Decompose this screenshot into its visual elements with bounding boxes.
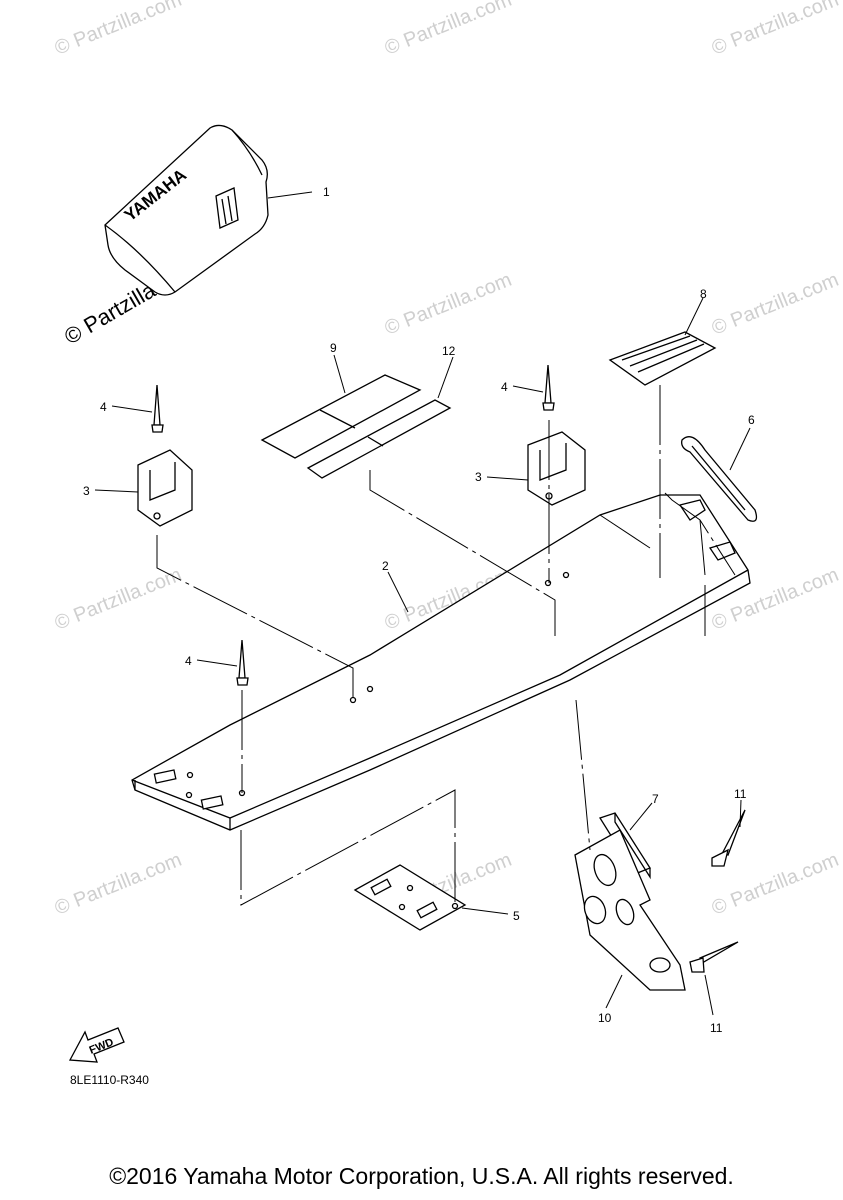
- watermark: © Partzilla.com: [709, 0, 842, 60]
- part-12-sheet: [306, 356, 454, 479]
- part-4-rivet-a: [111, 384, 164, 433]
- assembly-guides: [156, 385, 736, 906]
- part-10-guard: [574, 829, 686, 1009]
- part-11-rivet-a: [711, 799, 746, 867]
- fwd-arrow-icon: FWD: [68, 1027, 125, 1063]
- callout-11: 11: [710, 1021, 723, 1035]
- part-9-sheet: [260, 354, 422, 459]
- watermark: © Partzilla.com: [52, 564, 185, 635]
- copyright-notice: ©2016 Yamaha Motor Corporation, U.S.A. A…: [109, 1163, 734, 1189]
- watermark: © Partzilla.com: [709, 849, 842, 920]
- part-3-bracket-left: [94, 449, 193, 527]
- callout-7: 7: [652, 792, 659, 806]
- watermark: © Partzilla.com: [52, 0, 185, 60]
- callout-4: 4: [185, 654, 192, 668]
- callouts: 1 2 3 3 4 4 4 5 6 7 8 9 10 11 11 12: [83, 185, 755, 1035]
- callout-1: 1: [323, 185, 330, 199]
- part-1-cover: YAMAHA: [104, 124, 313, 296]
- callout-5: 5: [513, 909, 520, 923]
- callout-2: 2: [382, 559, 389, 573]
- part-11-rivet-b: [689, 941, 739, 1016]
- callout-3: 3: [475, 470, 482, 484]
- callout-4: 4: [501, 380, 508, 394]
- watermark: © Partzilla.com: [382, 269, 515, 340]
- callout-8: 8: [700, 287, 707, 301]
- part-4-rivet-b: [512, 364, 555, 411]
- callout-4: 4: [100, 400, 107, 414]
- watermark: © Partzilla.com: [382, 0, 515, 60]
- part-6-strap: [681, 427, 758, 522]
- watermark: © Partzilla.com: [709, 269, 842, 340]
- diagram-reference: 8LE1110-R340: [70, 1073, 149, 1087]
- part-5-plate: [353, 864, 509, 931]
- callout-9: 9: [330, 341, 337, 355]
- watermark: © Partzilla.com: [52, 849, 185, 920]
- part-4-rivet-c: [196, 639, 249, 686]
- callout-11: 11: [734, 787, 747, 801]
- part-8-mat: [608, 297, 717, 386]
- part-2-frame: [131, 494, 751, 831]
- callout-12: 12: [442, 344, 456, 358]
- callout-3: 3: [83, 484, 90, 498]
- callout-10: 10: [598, 1011, 612, 1025]
- part-3-bracket-right: [486, 431, 586, 506]
- callout-6: 6: [748, 413, 755, 427]
